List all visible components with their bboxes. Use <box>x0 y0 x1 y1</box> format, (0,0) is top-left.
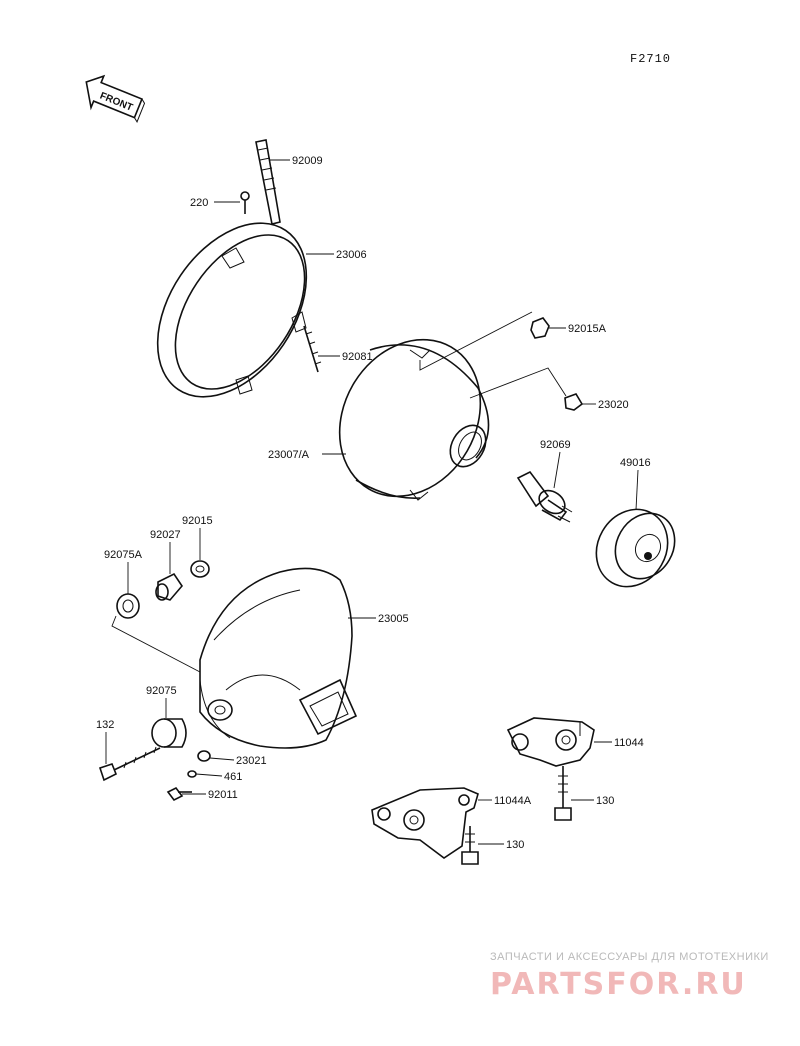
diagram-code: F2710 <box>630 52 671 66</box>
label-23005: 23005 <box>378 613 409 625</box>
screw-92009 <box>255 139 281 225</box>
label-130-lower: 130 <box>506 839 524 851</box>
label-92081: 92081 <box>342 351 373 363</box>
bracket-11044A <box>371 787 479 859</box>
spacer-92015 <box>190 560 210 578</box>
reflector-unit <box>338 338 490 501</box>
label-92075A: 92075A <box>104 549 143 561</box>
screw-220 <box>240 191 250 214</box>
label-92015: 92015 <box>182 515 213 527</box>
headlight-rim <box>156 222 308 398</box>
label-92075: 92075 <box>146 685 177 697</box>
label-11044: 11044 <box>614 737 644 749</box>
bushing-92075 <box>151 718 187 748</box>
label-92015A: 92015A <box>568 323 607 335</box>
bracket-11044 <box>506 717 595 767</box>
screw-92081 <box>303 325 322 373</box>
grommet-92027 <box>155 572 184 601</box>
label-92009: 92009 <box>292 155 323 167</box>
screw-461 <box>187 770 197 778</box>
label-49016: 49016 <box>620 457 651 469</box>
label-461: 461 <box>224 771 242 783</box>
screw-92011 <box>166 786 192 802</box>
label-23006: 23006 <box>336 249 367 261</box>
front-arrow-icon: FRONT <box>85 74 146 123</box>
label-92011: 92011 <box>208 789 238 801</box>
label-130-upper: 130 <box>596 795 614 807</box>
watermark-tagline: ЗАПЧАСТИ И АКСЕССУАРЫ ДЛЯ МОТОТЕХНИКИ <box>490 951 769 963</box>
label-220: 220 <box>190 197 208 209</box>
bolt-132 <box>98 746 161 782</box>
label-92069: 92069 <box>540 439 571 451</box>
headlight-housing-23005 <box>199 567 358 749</box>
bolt-130-lower <box>461 826 479 865</box>
collar-23021 <box>197 750 211 762</box>
dust-cover-49016 <box>595 508 676 588</box>
label-23021: 23021 <box>236 755 267 767</box>
bolt-130-upper <box>554 766 572 821</box>
clip-23020 <box>564 393 584 411</box>
leader-lines <box>105 159 639 845</box>
label-23020: 23020 <box>598 399 629 411</box>
watermark-brand: PARTSFOR.RU <box>490 967 747 1002</box>
label-11044A: 11044A <box>494 795 532 807</box>
label-92027: 92027 <box>150 529 181 541</box>
washer-92075A <box>116 593 140 619</box>
label-23007A: 23007/A <box>268 449 310 461</box>
label-132: 132 <box>96 719 114 731</box>
nut-92015A <box>530 317 550 339</box>
bulb-92069 <box>516 470 573 523</box>
